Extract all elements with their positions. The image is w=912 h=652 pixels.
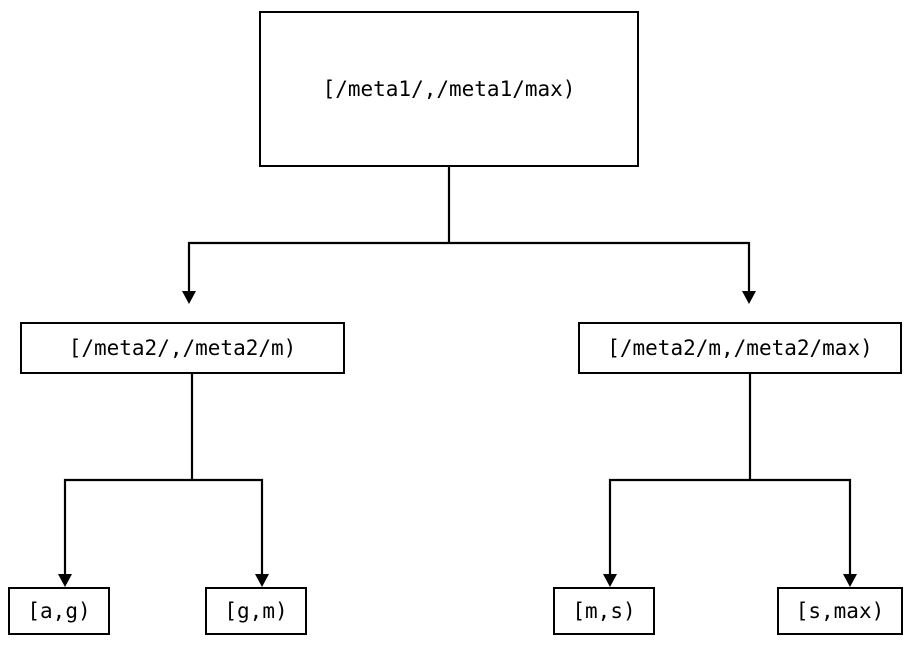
arrowhead-to-leaf-ms [603,574,617,587]
tree-node-root-label: [/meta1/,/meta1/max) [322,76,576,101]
tree-node-leaf-gm[interactable]: [g,m) [205,587,307,635]
tree-node-leaf-ag[interactable]: [a,g) [8,587,110,635]
tree-node-leaf-ms-label: [m,s) [572,598,636,623]
tree-node-leaf-smax[interactable]: [s,max) [777,587,903,635]
tree-node-mid-right-label: [/meta2/m,/meta2/max) [607,335,873,360]
arrowhead-to-leaf-smax [843,574,857,587]
tree-node-mid-right[interactable]: [/meta2/m,/meta2/max) [578,322,902,374]
edge-mid-left-to-leaf-gm [192,478,264,574]
tree-node-leaf-smax-label: [s,max) [795,598,885,623]
arrowhead-to-leaf-ag [58,574,72,587]
edge-mid-right-to-leaf-smax [750,478,852,574]
tree-node-mid-left-label: [/meta2/,/meta2/m) [68,335,297,360]
tree-node-leaf-ms[interactable]: [m,s) [553,587,655,635]
tree-node-leaf-gm-label: [g,m) [224,598,288,623]
tree-node-leaf-ag-label: [a,g) [27,598,91,623]
edge-root-to-mid-left [187,241,449,291]
tree-node-root[interactable]: [/meta1/,/meta1/max) [259,11,639,167]
tree-node-mid-left[interactable]: [/meta2/,/meta2/m) [20,322,345,374]
edge-mid-left-to-leaf-ag [63,478,192,574]
arrowhead-to-leaf-gm [255,574,269,587]
arrowhead-to-mid-left [182,291,196,304]
edge-mid-right-to-leaf-ms [608,478,750,574]
edge-root-to-mid-right [449,241,751,291]
arrowhead-to-mid-right [742,291,756,304]
